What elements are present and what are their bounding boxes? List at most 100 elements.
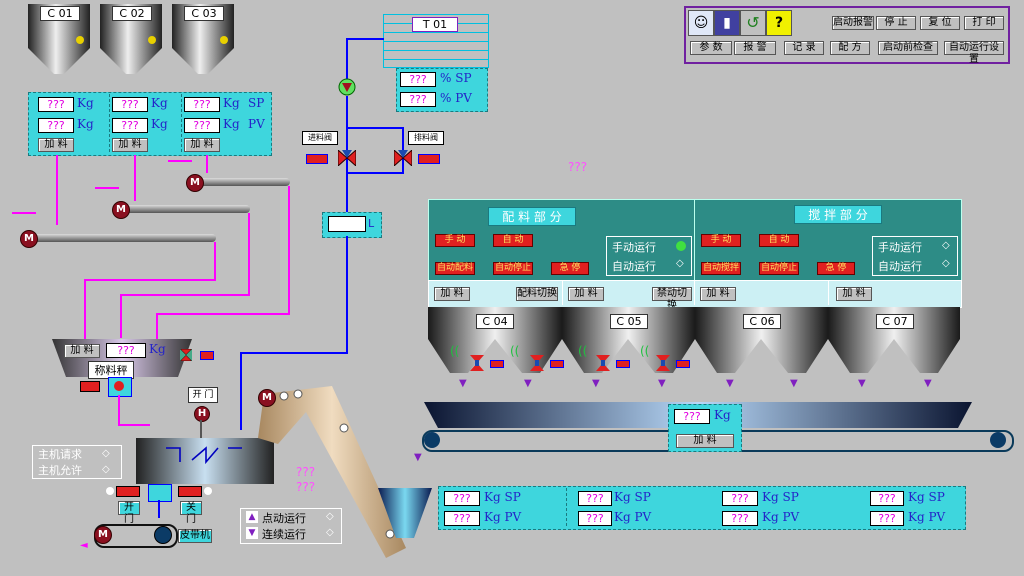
valve-icon[interactable] bbox=[530, 355, 544, 371]
recipe-button[interactable]: 配 方 bbox=[830, 41, 870, 55]
center-status: ??? bbox=[568, 160, 588, 174]
motor-icon[interactable]: M bbox=[112, 201, 130, 219]
kg-unit: Kg bbox=[908, 490, 925, 504]
motor-icon[interactable]: M bbox=[94, 526, 112, 544]
params-button[interactable]: 参 数 bbox=[690, 41, 732, 55]
vibrator-icon: (( bbox=[640, 344, 650, 358]
print-button[interactable]: 打 印 bbox=[964, 16, 1004, 30]
c05-switch-button[interactable]: 禁动切换 bbox=[652, 287, 692, 311]
valve-icon[interactable] bbox=[470, 355, 484, 371]
weigh-value: ??? bbox=[106, 343, 146, 358]
batching-title: 配 料 部 分 bbox=[488, 207, 576, 226]
main-allow-icon: ◇ bbox=[102, 464, 110, 475]
c06-sp-value[interactable]: ??? bbox=[722, 491, 758, 506]
valve-icon[interactable] bbox=[393, 148, 413, 168]
continuous-run-status-icon: ◇ bbox=[326, 527, 334, 538]
c05-add-button[interactable]: 加 料 bbox=[568, 287, 604, 301]
alarm-start-button[interactable]: 启动报警 bbox=[832, 16, 874, 30]
valve-icon[interactable] bbox=[179, 348, 193, 362]
help-icon[interactable]: ? bbox=[766, 10, 792, 36]
mixer-motor-icon[interactable]: H bbox=[194, 406, 210, 422]
mix-estop-button[interactable]: 急 停 bbox=[817, 262, 855, 275]
belt-label[interactable]: 皮带机 bbox=[178, 529, 212, 543]
silo3-add-button[interactable]: 加 料 bbox=[184, 138, 220, 152]
silo2-sp-value[interactable]: ??? bbox=[112, 97, 148, 112]
c04-add-button[interactable]: 加 料 bbox=[434, 287, 470, 301]
c07-add-button[interactable]: 加 料 bbox=[836, 287, 872, 301]
batch-auto-stop-button[interactable]: 自动停止 bbox=[493, 262, 533, 275]
close-door-button[interactable]: 关 门 bbox=[180, 501, 202, 525]
c05-sp-value[interactable]: ??? bbox=[578, 491, 612, 506]
belt-conveyor bbox=[118, 205, 250, 213]
main-request-icon: ◇ bbox=[102, 448, 110, 459]
pink-status-line: ??? bbox=[296, 480, 316, 494]
exit-icon[interactable]: ▮ bbox=[714, 10, 740, 36]
feed-line bbox=[120, 294, 250, 296]
flow-arrow: ▼ bbox=[726, 378, 734, 389]
motor-icon[interactable]: M bbox=[20, 230, 38, 248]
valve-right-label: 排料阀 bbox=[408, 131, 444, 145]
pct-sp-label: % SP bbox=[440, 71, 472, 85]
stop-button[interactable]: 停 止 bbox=[876, 16, 916, 30]
batch-auto-button[interactable]: 自 动 bbox=[493, 234, 533, 247]
auto-settings-button[interactable]: 自动运行设置 bbox=[944, 41, 1004, 65]
weigh-add-button[interactable]: 加 料 bbox=[64, 344, 100, 358]
water-sp-value[interactable]: ??? bbox=[400, 72, 436, 87]
batch-auto-dose-button[interactable]: 自动配料 bbox=[435, 262, 475, 275]
discharge-door[interactable] bbox=[148, 484, 172, 502]
reset-button[interactable]: 复 位 bbox=[920, 16, 960, 30]
batch-auto-indicator: ◇ bbox=[676, 258, 684, 269]
scale-value: ??? bbox=[674, 409, 710, 424]
strip-divider bbox=[694, 281, 695, 305]
mix-auto-mix-button[interactable]: 自动搅拌 bbox=[701, 262, 741, 275]
kg-unit: Kg bbox=[614, 490, 631, 504]
kg-unit: Kg bbox=[762, 490, 779, 504]
water-pipe bbox=[346, 172, 348, 212]
hopper-label: C 05 bbox=[610, 314, 648, 329]
water-pipe bbox=[346, 127, 404, 129]
kg-unit: Kg bbox=[223, 96, 240, 110]
silo1-pv-value: ??? bbox=[38, 118, 74, 133]
jog-run-status-icon: ◇ bbox=[326, 511, 334, 522]
mix-auto-indicator: ◇ bbox=[942, 258, 950, 269]
mix-auto-button[interactable]: 自 动 bbox=[759, 234, 799, 247]
jog-run-icon[interactable]: ▲ bbox=[246, 511, 258, 523]
motor-icon[interactable]: M bbox=[186, 174, 204, 192]
pump-icon[interactable] bbox=[338, 78, 356, 96]
continuous-run-icon[interactable]: ▼ bbox=[246, 527, 258, 539]
records-button[interactable]: 记 录 bbox=[784, 41, 824, 55]
c06-add-button[interactable]: 加 料 bbox=[700, 287, 736, 301]
discharge-line bbox=[118, 424, 150, 426]
valve-icon[interactable] bbox=[656, 355, 670, 371]
user-icon[interactable]: ☺ bbox=[688, 10, 714, 36]
c07-sp-value[interactable]: ??? bbox=[870, 491, 904, 506]
batch-manual-button[interactable]: 手 动 bbox=[435, 234, 475, 247]
valve-left-label: 进料阀 bbox=[302, 131, 338, 145]
valve-icon[interactable] bbox=[337, 148, 357, 168]
alarm-button[interactable]: 报 警 bbox=[734, 41, 776, 55]
pv-label: PV bbox=[782, 510, 800, 524]
motor-icon[interactable]: M bbox=[258, 389, 276, 407]
mix-auto-stop-button[interactable]: 自动停止 bbox=[759, 262, 799, 275]
silo2-add-button[interactable]: 加 料 bbox=[112, 138, 148, 152]
silo1-sp-value[interactable]: ??? bbox=[38, 97, 74, 112]
open-door-button[interactable]: 开 门 bbox=[118, 501, 140, 525]
precheck-button[interactable]: 启动前检查 bbox=[878, 41, 938, 55]
c04-sp-value[interactable]: ??? bbox=[444, 491, 480, 506]
c04-switch-button[interactable]: 配料切换 bbox=[516, 287, 558, 301]
kg-sp-unit: Kg SP bbox=[762, 490, 799, 504]
silo1-add-button[interactable]: 加 料 bbox=[38, 138, 74, 152]
silo3-sp-value[interactable]: ??? bbox=[184, 97, 220, 112]
pv-label: PV bbox=[248, 117, 265, 131]
water-meter-unit: L bbox=[368, 217, 375, 230]
belt-pulley bbox=[154, 526, 172, 544]
kg-unit: Kg bbox=[149, 342, 166, 356]
valve-actuator bbox=[200, 351, 214, 360]
batch-estop-button[interactable]: 急 停 bbox=[551, 262, 589, 275]
valve-icon[interactable] bbox=[596, 355, 610, 371]
undo-icon[interactable]: ↺ bbox=[740, 10, 766, 36]
mix-manual-button[interactable]: 手 动 bbox=[701, 234, 741, 247]
kg-unit: Kg bbox=[762, 510, 779, 524]
scale-add-button[interactable]: 加 料 bbox=[676, 434, 734, 448]
vibrator-icon: (( bbox=[578, 344, 588, 358]
